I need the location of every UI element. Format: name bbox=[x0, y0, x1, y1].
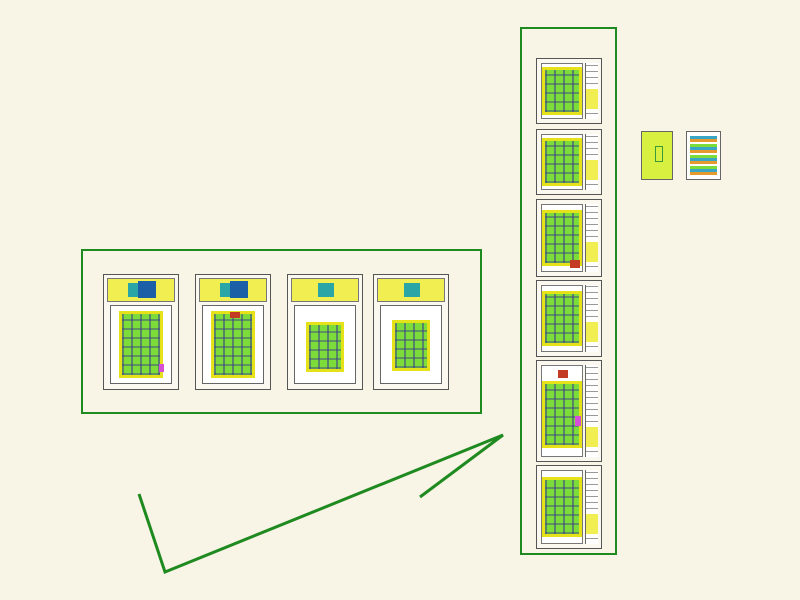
sheet-vertical-1[interactable] bbox=[536, 58, 602, 124]
floor-plan-drawing bbox=[380, 305, 442, 384]
floor-plan-drawing bbox=[110, 305, 172, 384]
floor-plan-drawing bbox=[294, 305, 356, 384]
title-block bbox=[585, 134, 598, 190]
sheet-group-vertical-frame[interactable] bbox=[520, 27, 617, 555]
title-block bbox=[585, 63, 598, 119]
sheet-thumbnail-colored[interactable] bbox=[686, 131, 721, 180]
sheet-vertical-6[interactable] bbox=[536, 465, 602, 549]
sheet-group-horizontal-frame[interactable] bbox=[81, 249, 482, 414]
title-block bbox=[199, 278, 267, 302]
title-block bbox=[291, 278, 359, 302]
floor-plan-drawing bbox=[541, 285, 583, 352]
sheet-vertical-4[interactable] bbox=[536, 280, 602, 357]
sheet-vertical-3[interactable] bbox=[536, 199, 602, 277]
floor-plan-drawing bbox=[541, 63, 583, 119]
sheet-vertical-5[interactable] bbox=[536, 360, 602, 462]
sheet-thumbnail-yellow[interactable] bbox=[641, 131, 673, 180]
sheet-horizontal-3[interactable] bbox=[287, 274, 363, 390]
title-block bbox=[107, 278, 175, 302]
title-block bbox=[585, 365, 598, 457]
floor-plan-drawing bbox=[202, 305, 264, 384]
sheet-horizontal-1[interactable] bbox=[103, 274, 179, 390]
floor-plan-drawing bbox=[541, 365, 583, 457]
floor-plan-drawing bbox=[541, 470, 583, 544]
title-block bbox=[377, 278, 445, 302]
sheet-vertical-2[interactable] bbox=[536, 129, 602, 195]
floor-plan-drawing bbox=[541, 134, 583, 190]
title-block bbox=[585, 285, 598, 352]
polyline-path[interactable] bbox=[137, 433, 504, 574]
title-block bbox=[585, 204, 598, 272]
title-block bbox=[585, 470, 598, 544]
sheet-horizontal-4[interactable] bbox=[373, 274, 449, 390]
sheet-horizontal-2[interactable] bbox=[195, 274, 271, 390]
floor-plan-drawing bbox=[541, 204, 583, 272]
